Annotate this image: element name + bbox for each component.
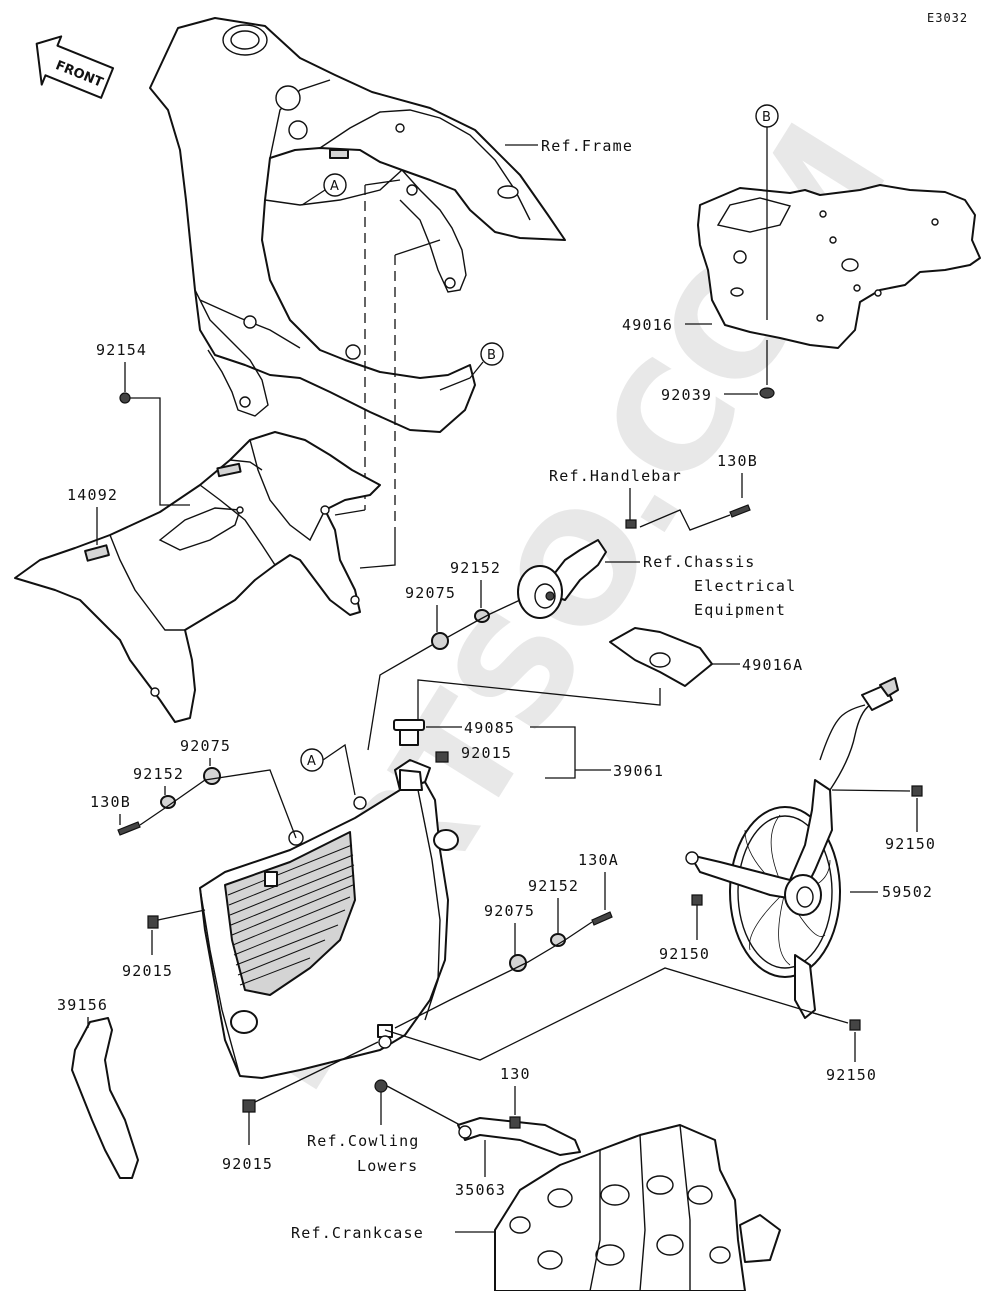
label-14092: 14092 [67,486,118,504]
part-92075-grommet-top [431,632,449,650]
part-92015-clip-bot [242,1099,256,1113]
radiator-core-fins [227,844,355,986]
frame-illustration [149,17,566,433]
label-ref-chassis-2: Electrical [694,577,796,595]
label-ref-frame: Ref.Frame [541,137,633,155]
label-92075-mid: 92075 [484,902,535,920]
part-14092-shroud [14,431,381,723]
label-49085: 49085 [464,719,515,737]
label-ref-cowling-1: Ref.Cowling [307,1132,420,1150]
radiator-assembly [199,759,459,1079]
label-35063: 35063 [455,1181,506,1199]
part-130b-bolt-top [729,504,751,518]
label-ref-handlebar: Ref.Handlebar [549,467,682,485]
label-92152-mid: 92152 [528,877,579,895]
label-92152-top: 92152 [450,559,501,577]
label-ref-chassis-1: Ref.Chassis [643,553,756,571]
svg-text:B: B [487,348,496,363]
part-92075-grommet-left [203,767,221,785]
cowling-mount-icon [374,1079,388,1093]
label-130: 130 [500,1065,531,1083]
label-39156: 39156 [57,996,108,1014]
part-92152-collar-left [160,795,176,809]
label-92015-cap: 92015 [461,744,512,762]
part-92152-collar-top [474,609,490,623]
diagram-code: E3032 [927,11,968,25]
part-92154-clip [119,392,131,404]
label-92075-left: 92075 [180,737,231,755]
label-130a: 130A [578,851,619,869]
label-59502: 59502 [882,883,933,901]
label-ref-crankcase: Ref.Crankcase [291,1224,424,1242]
crankcase-illustration [494,1124,781,1291]
part-92150-bolt-mid [691,894,703,906]
part-59502-fan [685,677,899,1019]
svg-text:A: A [330,179,339,194]
part-92150-bolt-top [911,785,923,797]
svg-text:B: B [762,110,771,125]
callout-a-top: A [301,173,347,206]
label-ref-chassis-3: Equipment [694,601,786,619]
handlebar-clip-icon [625,519,637,529]
label-49016: 49016 [622,316,673,334]
svg-text:A: A [307,754,316,769]
part-39156-cover [71,1017,139,1179]
front-arrow-icon: FRONT [35,35,115,99]
part-130b-bolt-left [117,821,141,836]
part-130a-bolt [591,911,613,926]
part-92039-grommet [759,387,775,399]
label-39061: 39061 [613,762,664,780]
callout-b-mid: B [439,342,504,391]
part-49016-plate [697,184,981,349]
label-92152-left: 92152 [133,765,184,783]
label-92150-mid: 92150 [659,945,710,963]
part-92015-clip-left [147,915,159,929]
label-92150-top: 92150 [885,835,936,853]
label-92015-left: 92015 [122,962,173,980]
label-ref-cowling-2: Lowers [357,1157,418,1175]
label-92075-top: 92075 [405,584,456,602]
part-49085-cap [393,719,425,746]
label-92154: 92154 [96,341,147,359]
label-92150-bot: 92150 [826,1066,877,1084]
label-130b-left: 130B [90,793,131,811]
label-49016a: 49016A [742,656,803,674]
part-130-bolt [509,1116,521,1129]
label-92015-bot: 92015 [222,1155,273,1173]
callout-a-mid: A [300,743,356,796]
part-92150-bolt-bot [849,1019,861,1031]
part-92015-clip-cap [435,751,449,763]
part-92075-grommet-mid [509,954,527,972]
label-130b-top: 130B [717,452,758,470]
label-92039: 92039 [661,386,712,404]
callout-b-top: B [755,104,779,385]
horn-bracket [517,539,607,619]
